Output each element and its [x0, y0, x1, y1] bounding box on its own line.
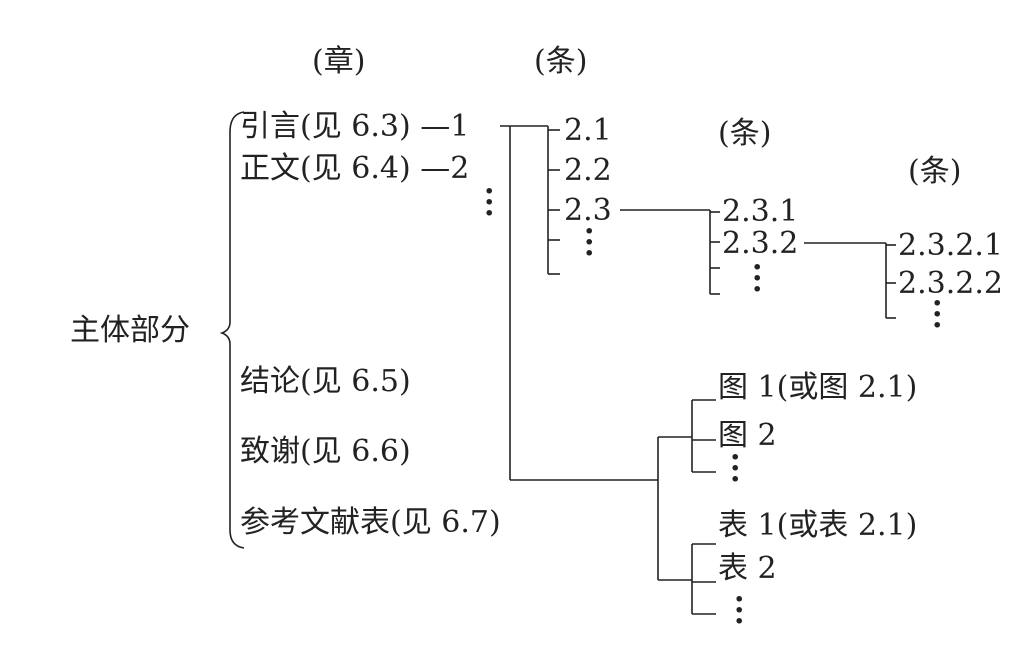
- item-thanks: 致谢(见 6.6): [240, 434, 411, 469]
- clause-2-1: 2.1: [564, 113, 612, 148]
- item-references: 参考文献表(见 6.7): [240, 505, 501, 540]
- ellipsis-clauses-l1: ···: [584, 214, 595, 271]
- root-label: 主体部分: [70, 313, 190, 348]
- table-2: 表 2: [718, 551, 777, 586]
- clause-2-3-2: 2.3.2: [722, 226, 799, 261]
- ellipsis-figures: ···: [730, 440, 741, 497]
- clause-2-3-1: 2.3.1: [722, 194, 799, 229]
- clause-2-3-2-1: 2.3.2.1: [898, 228, 1003, 263]
- figure-2: 图 2: [718, 418, 777, 453]
- root-brace: [219, 111, 245, 549]
- ellipsis-chapters: ···: [484, 174, 495, 231]
- header-clause-3: (条): [908, 154, 962, 189]
- figure-1: 图 1(或图 2.1): [718, 370, 918, 405]
- header-clause-2: (条): [718, 116, 772, 151]
- header-chapter: (章): [312, 44, 366, 79]
- clause-2-3: 2.3: [564, 193, 612, 228]
- header-clause-1: (条): [534, 44, 588, 79]
- ellipsis-clauses-l2: ···: [752, 250, 763, 307]
- item-body: 正文(见 6.4) —2: [240, 151, 470, 186]
- ellipsis-clauses-l3: ···: [932, 286, 943, 343]
- item-conclusion: 结论(见 6.5): [240, 364, 411, 399]
- clause-2-3-2-2: 2.3.2.2: [898, 266, 1003, 301]
- clause-2-2: 2.2: [564, 153, 612, 188]
- item-intro: 引言(见 6.3) —1: [240, 109, 470, 144]
- ellipsis-tables: ···: [734, 582, 745, 639]
- table-1: 表 1(或表 2.1): [718, 508, 918, 543]
